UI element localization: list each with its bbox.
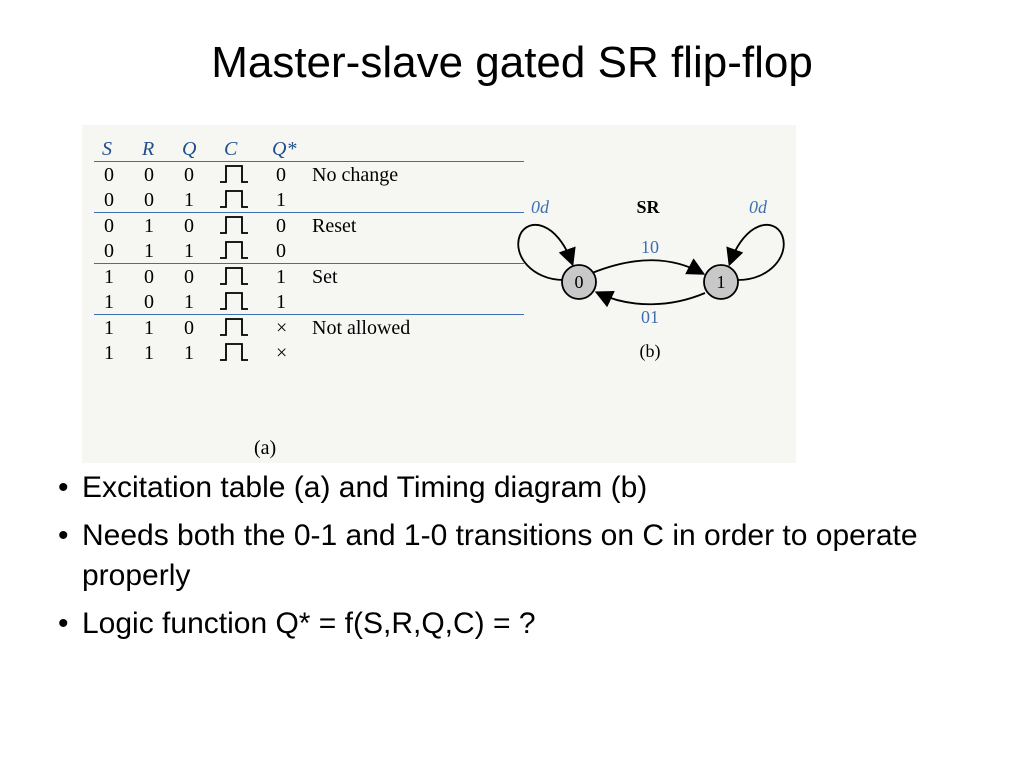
cell-note: Reset xyxy=(312,215,357,237)
cell-s: 0 xyxy=(104,164,114,186)
bullet-list: Excitation table (a) and Timing diagram … xyxy=(52,468,952,652)
cell-qstar: 1 xyxy=(276,189,286,211)
cell-q: 1 xyxy=(184,342,194,364)
cell-q: 0 xyxy=(184,266,194,288)
clock-pulse-icon xyxy=(220,241,248,259)
bullet-item: Needs both the 0-1 and 1-0 transitions o… xyxy=(52,516,952,596)
table-row: 0 0 1 1 xyxy=(94,187,524,212)
cell-r: 1 xyxy=(144,317,154,339)
cell-s: 1 xyxy=(104,317,114,339)
bullet-item: Logic function Q* = f(S,R,Q,C) = ? xyxy=(52,604,952,644)
caption-a: (a) xyxy=(254,437,277,459)
clock-pulse-icon xyxy=(220,216,248,234)
header-s: S xyxy=(102,138,112,160)
state-diagram: SR 0d 0d 10 01 0 1 (b) xyxy=(517,197,785,362)
header-r: R xyxy=(142,138,155,160)
cell-qstar: 0 xyxy=(276,240,286,262)
cell-note: Set xyxy=(312,266,338,288)
cell-qstar: 1 xyxy=(276,291,286,313)
clock-pulse-icon xyxy=(220,343,248,361)
cell-qstar: × xyxy=(276,317,288,339)
cell-s: 1 xyxy=(104,291,114,313)
cell-r: 0 xyxy=(144,164,154,186)
cell-q: 0 xyxy=(184,215,194,237)
table-row: 0 1 1 0 xyxy=(94,238,524,263)
clock-pulse-icon xyxy=(220,318,248,336)
clock-pulse-icon xyxy=(220,165,248,183)
caption-b: (b) xyxy=(640,341,661,362)
table-row: 1 0 0 1 Set xyxy=(94,264,524,289)
table-row-group: 0 0 0 0 No change 0 0 1 1 xyxy=(94,161,524,212)
cell-r: 1 xyxy=(144,342,154,364)
page-title: Master-slave gated SR flip-flop xyxy=(211,38,813,87)
table-row: 1 0 1 1 xyxy=(94,289,524,314)
self-loop-1-arrow xyxy=(726,224,785,281)
table-row: 0 0 0 0 No change xyxy=(94,162,524,187)
header-q: Q xyxy=(182,138,197,160)
state-node-1-label: 1 xyxy=(717,272,726,292)
cell-r: 0 xyxy=(144,291,154,313)
self-loop-0-arrow xyxy=(517,224,576,281)
cell-qstar: × xyxy=(276,342,288,364)
clock-pulse-icon xyxy=(220,267,248,285)
table-row-group: 0 1 0 0 Reset 0 1 1 0 xyxy=(94,212,524,263)
self-loop-1-label: 0d xyxy=(749,197,768,217)
cell-s: 1 xyxy=(104,266,114,288)
cell-q: 1 xyxy=(184,189,194,211)
clock-pulse-icon xyxy=(220,292,248,310)
cell-q: 1 xyxy=(184,291,194,313)
cell-q: 1 xyxy=(184,240,194,262)
cell-r: 0 xyxy=(144,189,154,211)
table-row-group: 1 0 0 1 Set 1 0 1 1 xyxy=(94,263,524,314)
cell-note: Not allowed xyxy=(312,317,411,339)
clock-pulse-icon xyxy=(220,190,248,208)
self-loop-0-label: 0d xyxy=(531,197,550,217)
transition-label-01: 01 xyxy=(641,307,659,327)
cell-s: 1 xyxy=(104,342,114,364)
cell-qstar: 0 xyxy=(276,215,286,237)
cell-s: 0 xyxy=(104,215,114,237)
cell-q: 0 xyxy=(184,164,194,186)
transition-label-10: 10 xyxy=(641,237,659,257)
table-row-group: 1 1 0 × Not allowed 1 1 1 × xyxy=(94,314,524,365)
cell-r: 0 xyxy=(144,266,154,288)
state-node-0-label: 0 xyxy=(575,272,584,292)
cell-qstar: 0 xyxy=(276,164,286,186)
arrow-1-to-0 xyxy=(594,290,706,308)
cell-s: 0 xyxy=(104,240,114,262)
diagram-header: SR xyxy=(636,197,660,217)
table-header: S R Q C Q* xyxy=(94,135,524,161)
header-qstar: Q* xyxy=(272,138,297,160)
state-node-0 xyxy=(561,264,597,300)
bullet-item: Excitation table (a) and Timing diagram … xyxy=(52,468,952,508)
cell-q: 0 xyxy=(184,317,194,339)
state-node-1 xyxy=(703,264,739,300)
arrow-0-to-1 xyxy=(591,258,706,275)
cell-r: 1 xyxy=(144,240,154,262)
cell-r: 1 xyxy=(144,215,154,237)
cell-note: No change xyxy=(312,164,399,186)
table-row: 1 1 1 × xyxy=(94,340,524,365)
cell-s: 0 xyxy=(104,189,114,211)
header-c: C xyxy=(224,138,238,160)
table-row: 1 1 0 × Not allowed xyxy=(94,315,524,340)
cell-qstar: 1 xyxy=(276,266,286,288)
table-row: 0 1 0 0 Reset xyxy=(94,213,524,238)
